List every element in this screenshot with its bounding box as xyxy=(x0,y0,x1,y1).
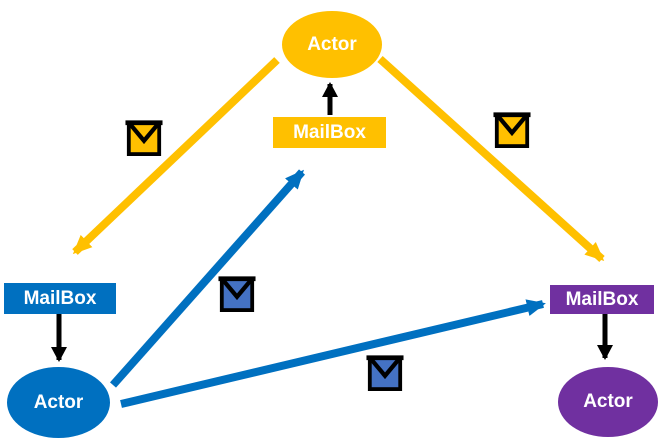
arrow-left-actor-to-right-mailbox xyxy=(120,299,546,408)
arrow-top-actor-to-left-mailbox xyxy=(72,57,280,255)
arrow-left-actor-to-top-mailbox xyxy=(110,169,305,388)
envelope-icon-blue-center xyxy=(218,279,255,310)
node-mailbox-top: MailBox xyxy=(273,117,386,148)
node-mailbox-right: MailBox xyxy=(550,285,654,314)
node-mailbox-left-label: MailBox xyxy=(23,287,97,309)
node-mailbox-right-label: MailBox xyxy=(565,288,639,310)
node-actor-top: Actor xyxy=(282,11,382,78)
node-mailbox-left: MailBox xyxy=(4,283,116,314)
arrow-top-actor-to-right-mailbox xyxy=(377,56,605,262)
node-actor-left: Actor xyxy=(7,367,110,438)
envelope-icon-blue-bottom xyxy=(366,358,403,389)
node-mailbox-top-label: MailBox xyxy=(293,121,366,143)
node-actor-right: Actor xyxy=(558,367,658,437)
node-actor-left-label: Actor xyxy=(33,391,84,413)
node-actor-top-label: Actor xyxy=(307,33,357,55)
envelope-icon-gold-right xyxy=(493,115,530,146)
node-actor-right-label: Actor xyxy=(583,391,633,412)
envelope-icon-gold-left xyxy=(125,123,162,154)
